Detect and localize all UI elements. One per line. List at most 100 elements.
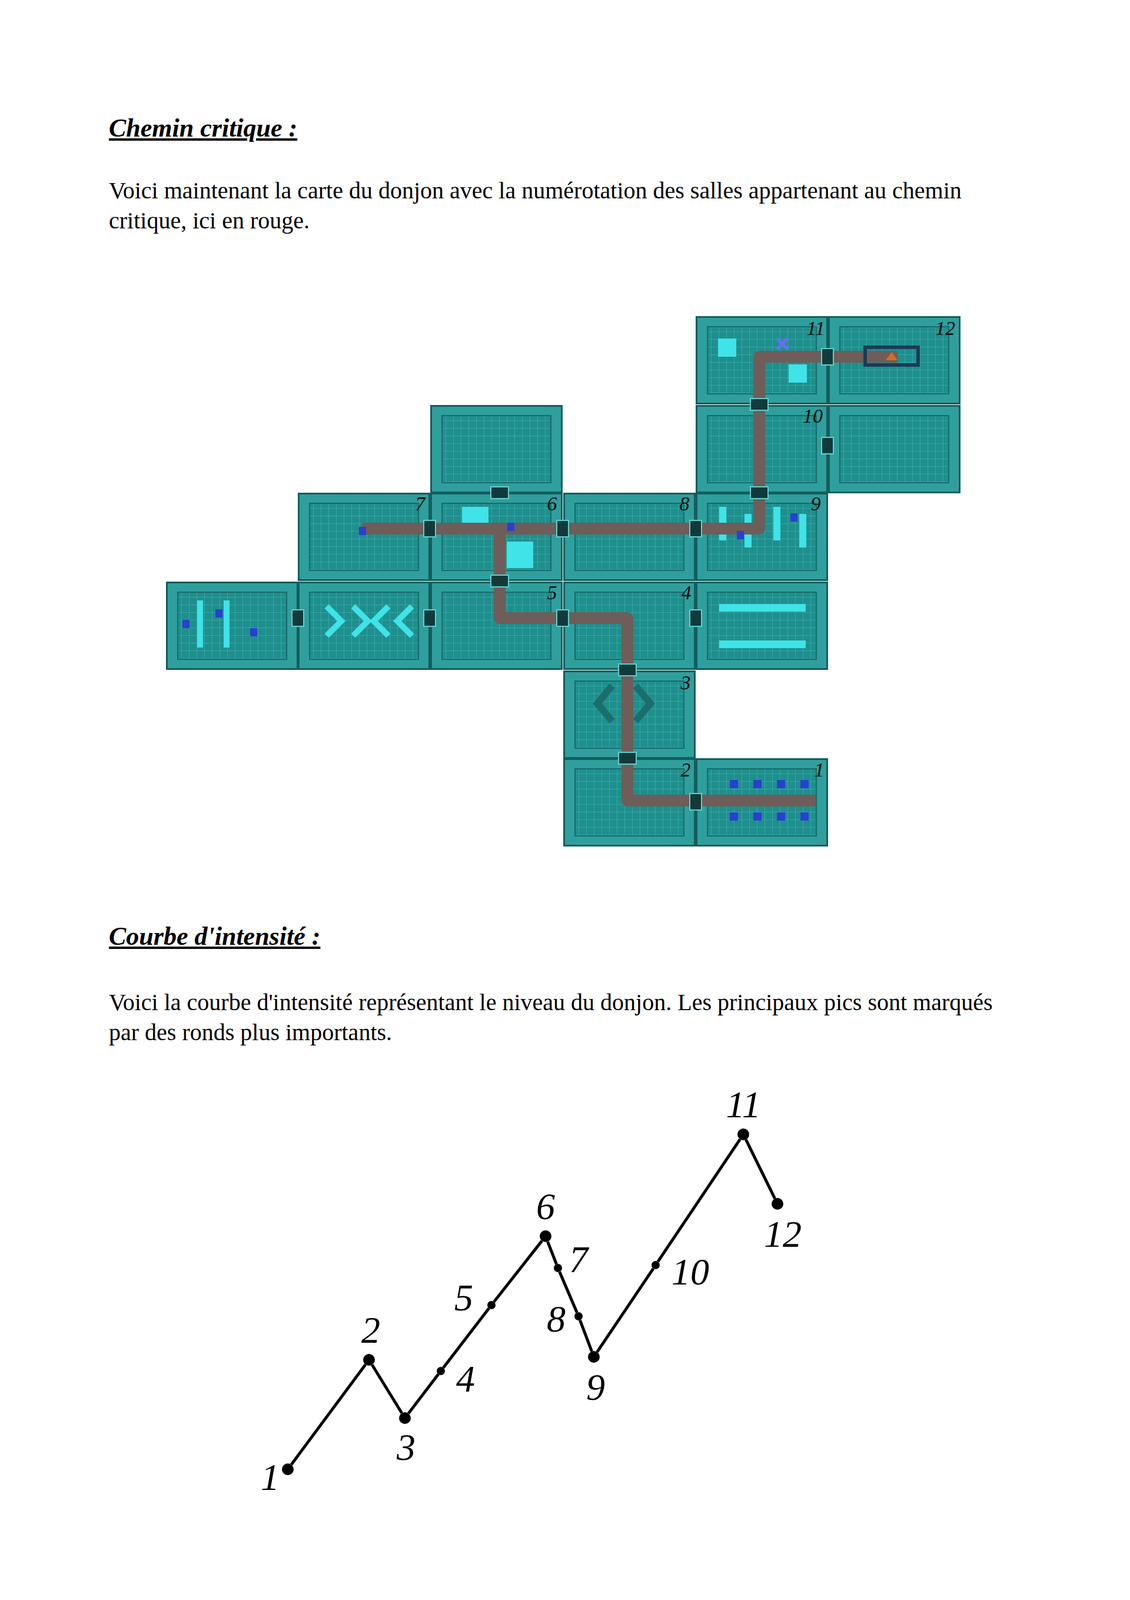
point-number: 10 (671, 1253, 710, 1291)
room-number: 12 (935, 317, 956, 339)
water-block (788, 364, 807, 383)
enemy (736, 530, 744, 540)
door (291, 609, 304, 627)
room (298, 582, 430, 670)
room (167, 582, 298, 670)
curve-segment (579, 1320, 592, 1352)
water-block (197, 600, 204, 648)
critical-path (361, 528, 816, 801)
curve-point: 5 (487, 1300, 496, 1309)
enemy (729, 779, 739, 789)
enemy (250, 627, 258, 637)
water-block (719, 603, 806, 612)
room-number: 1 (814, 759, 825, 781)
triforce (885, 351, 898, 361)
room-number: 7 (415, 493, 426, 515)
door (618, 663, 637, 676)
point-number: 4 (456, 1360, 475, 1398)
room (298, 493, 430, 581)
doors (291, 348, 834, 810)
curve-point: 2 (363, 1353, 375, 1366)
altar (865, 347, 919, 365)
curve-segment (493, 1240, 542, 1302)
door (556, 520, 569, 537)
curve-point: 1 (281, 1463, 294, 1475)
room (431, 406, 563, 493)
water-block (223, 600, 230, 648)
enemy (790, 513, 798, 522)
enemy (800, 779, 809, 789)
door (821, 437, 834, 454)
curve-segment (291, 1364, 366, 1465)
door (423, 609, 436, 627)
curve-segment (408, 1374, 439, 1414)
curve-point: 10 (651, 1260, 660, 1269)
room-number: 6 (547, 493, 558, 515)
room-number: 4 (681, 582, 692, 604)
point-number: 5 (454, 1278, 474, 1317)
room (829, 406, 960, 493)
water-block (718, 338, 737, 357)
door (750, 486, 769, 499)
enemy (776, 812, 786, 821)
room-number: 2 (680, 759, 691, 781)
section-heading: Courbe d'intensité : (108, 919, 321, 953)
door (689, 520, 702, 537)
critical-path (499, 356, 898, 529)
door (490, 575, 509, 587)
enemy (215, 609, 223, 618)
enemy (776, 779, 786, 789)
room (564, 493, 696, 581)
curve-point: 8 (574, 1311, 583, 1321)
curve-point: 6 (539, 1230, 552, 1242)
enemy (182, 619, 190, 628)
curve-segment (371, 1364, 402, 1414)
enemy (507, 522, 515, 531)
point-number: 9 (586, 1368, 606, 1407)
enemies (182, 513, 809, 821)
point-number: 12 (763, 1215, 802, 1254)
water-chevrons (326, 606, 412, 636)
curve-segment (443, 1308, 489, 1368)
curve-segment (597, 1268, 654, 1352)
enemy (800, 812, 809, 821)
curve-point: 9 (587, 1350, 600, 1363)
sparkle (776, 338, 788, 350)
paragraph: Voici la courbe d'intensité représentant… (108, 986, 1028, 1048)
rooms (167, 317, 960, 846)
point-number: 8 (546, 1300, 566, 1338)
curve-point: 12 (771, 1197, 784, 1210)
point-number: 3 (396, 1428, 416, 1467)
point-number: 7 (569, 1240, 588, 1279)
room-number: 8 (679, 493, 690, 515)
point-number: 2 (361, 1311, 381, 1349)
curve-point: 7 (553, 1263, 563, 1272)
point-number: 11 (725, 1085, 761, 1124)
enemy (729, 812, 739, 821)
room-number: 10 (802, 405, 823, 427)
door (821, 348, 834, 365)
room-number: 11 (806, 317, 825, 339)
curve-point: 11 (737, 1128, 750, 1141)
room (696, 582, 828, 670)
door (423, 520, 436, 537)
section-heading: Chemin critique : (108, 111, 298, 145)
door (689, 609, 702, 627)
room-number: 5 (547, 582, 558, 604)
point-number: 6 (536, 1187, 555, 1226)
room-number: 9 (811, 493, 822, 515)
curve-segment (745, 1139, 775, 1199)
water-block (799, 513, 807, 548)
door (490, 486, 509, 499)
curve-segment (547, 1241, 557, 1264)
curve-point: 3 (399, 1411, 411, 1424)
water-block (719, 640, 806, 648)
enemy (753, 812, 762, 821)
curve-segment (657, 1138, 741, 1262)
paragraph: Voici maintenant la carte du donjon avec… (108, 175, 1028, 236)
chest (776, 338, 919, 365)
point-number: 1 (260, 1458, 280, 1497)
